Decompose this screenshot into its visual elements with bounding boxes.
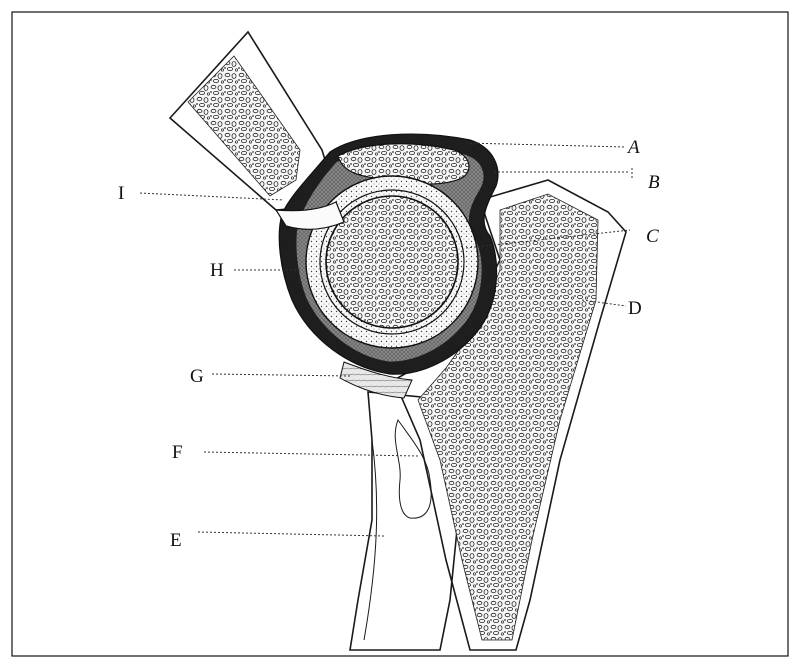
leader-E bbox=[198, 532, 384, 536]
label-B: B bbox=[648, 172, 660, 193]
label-I: I bbox=[118, 183, 124, 204]
label-H: H bbox=[210, 260, 224, 281]
label-C: C bbox=[646, 226, 659, 247]
label-A: A bbox=[626, 137, 640, 158]
label-D: D bbox=[628, 298, 642, 319]
radius-shaft-line bbox=[364, 440, 377, 640]
bone-head bbox=[326, 196, 458, 328]
label-G: G bbox=[190, 366, 204, 387]
leader-F bbox=[204, 452, 418, 456]
label-F: F bbox=[172, 442, 183, 463]
label-E: E bbox=[170, 530, 182, 551]
upper-bone-spongy bbox=[188, 56, 300, 196]
leader-G bbox=[212, 374, 350, 376]
leader-A bbox=[466, 143, 626, 147]
